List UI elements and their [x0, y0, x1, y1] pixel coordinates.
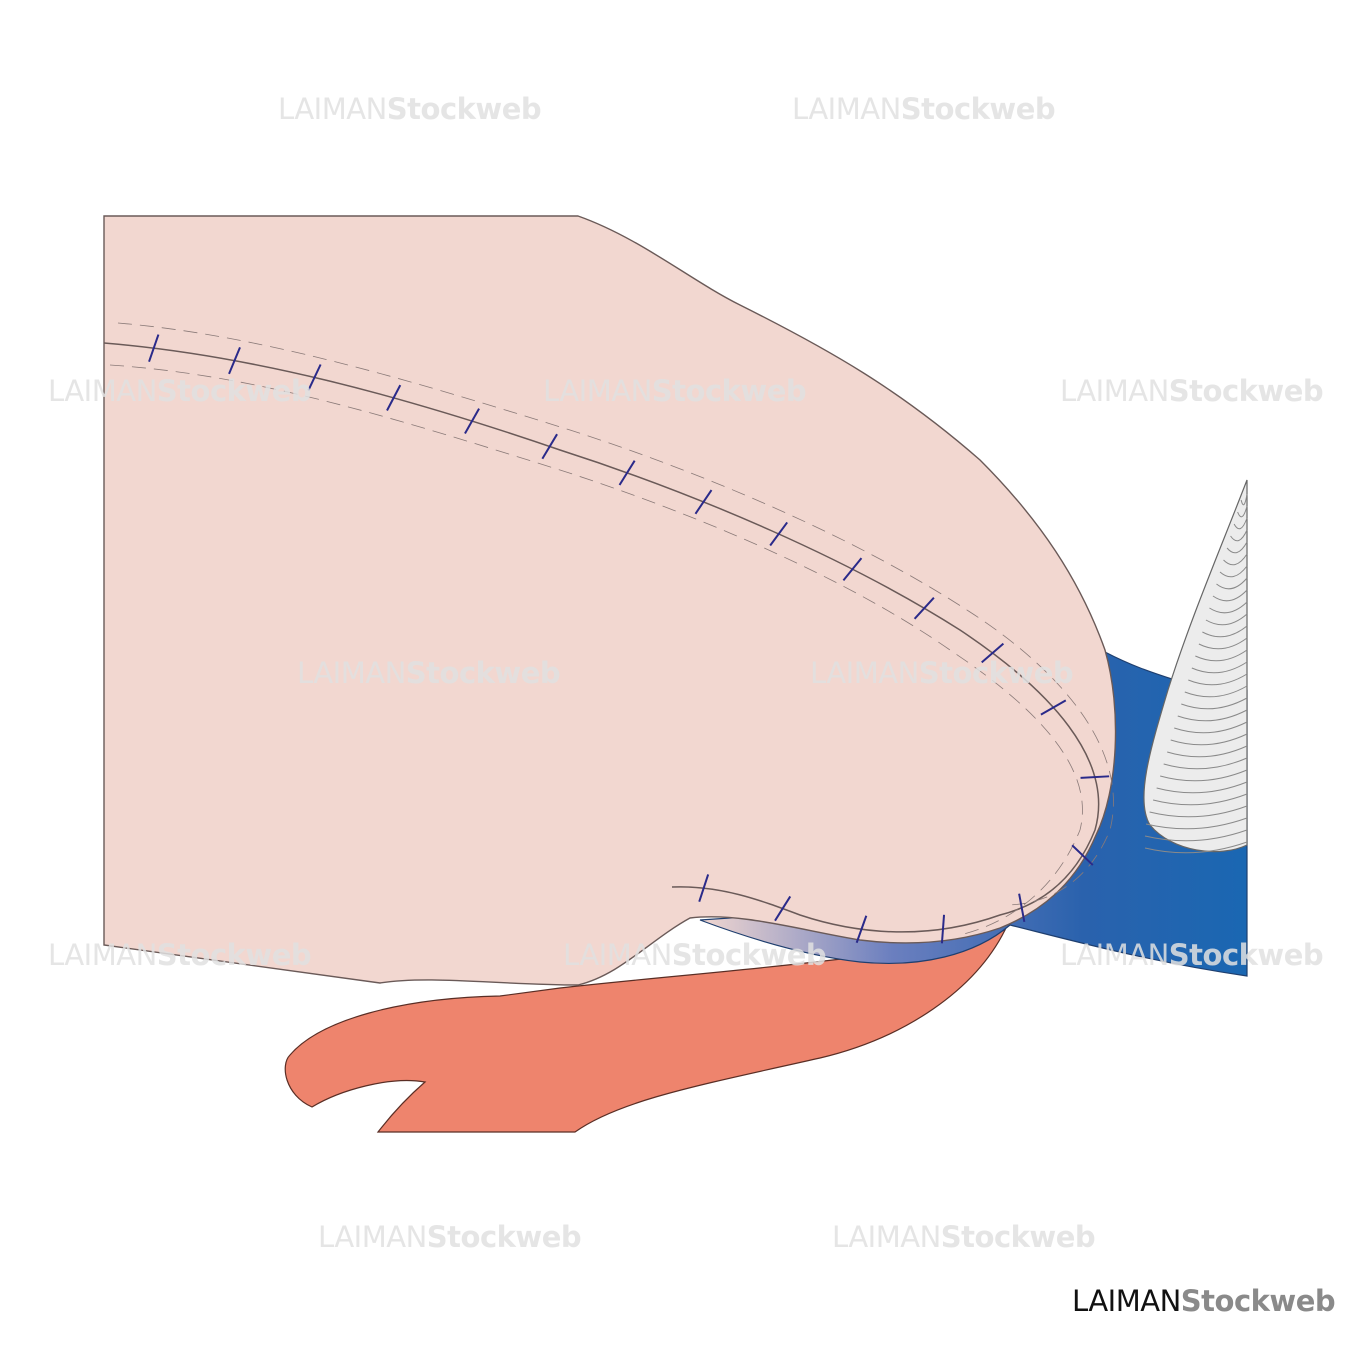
stitch	[1040, 699, 1067, 716]
coil-ring	[1233, 517, 1248, 530]
brand-logo: LAIMANStockweb	[1072, 1284, 1336, 1318]
stitch	[694, 489, 713, 515]
stitch	[769, 521, 788, 547]
coil-ring	[1145, 817, 1248, 830]
coil-ring	[1226, 541, 1248, 554]
stitch	[913, 596, 935, 620]
suture-line	[103, 342, 1100, 933]
stitch	[228, 347, 241, 375]
stitch	[1071, 844, 1094, 866]
coil-ring	[1216, 577, 1248, 590]
coil-ring	[1230, 529, 1248, 542]
watermark-text: LAIMAN	[48, 374, 157, 408]
coil-ring	[1202, 625, 1248, 638]
stitch	[698, 874, 710, 902]
watermark: LAIMANStockweb	[543, 374, 807, 408]
watermark-text: Stockweb	[1168, 374, 1324, 408]
watermark-text: LAIMAN	[832, 1220, 941, 1254]
logo-text: Stockweb	[1180, 1284, 1336, 1318]
coil-ring	[1149, 805, 1248, 818]
watermark-text: LAIMAN	[297, 656, 406, 690]
stitch	[618, 460, 636, 486]
coil-ring	[1191, 661, 1248, 674]
watermark-text: Stockweb	[918, 656, 1074, 690]
watermark: LAIMANStockweb	[278, 92, 542, 126]
watermark-text: LAIMAN	[792, 92, 901, 126]
coil-ring	[1195, 649, 1248, 662]
watermark: LAIMANStockweb	[563, 938, 827, 972]
coil-ring	[1181, 697, 1248, 710]
watermark: LAIMANStockweb	[297, 656, 561, 690]
watermark-text: Stockweb	[405, 656, 561, 690]
coil-ring	[1170, 733, 1248, 746]
stitch	[386, 384, 402, 411]
watermark: LAIMANStockweb	[832, 1220, 1096, 1254]
watermark: LAIMANStockweb	[1060, 938, 1324, 972]
watermark: LAIMANStockweb	[1060, 374, 1324, 408]
stitch	[464, 408, 480, 435]
stitch	[148, 334, 160, 362]
watermark-text: Stockweb	[156, 374, 312, 408]
watermark-text: LAIMAN	[810, 656, 919, 690]
coil-ring	[1209, 601, 1248, 614]
watermark-text: LAIMAN	[48, 938, 157, 972]
coil-ring	[1237, 505, 1248, 518]
watermark-text: Stockweb	[386, 92, 542, 126]
coil-ring	[1184, 685, 1248, 698]
coil-ring	[1219, 565, 1248, 578]
watermark: LAIMANStockweb	[48, 374, 312, 408]
watermark-text: Stockweb	[651, 374, 807, 408]
stitch	[541, 433, 558, 460]
watermark-text: Stockweb	[900, 92, 1056, 126]
stitch	[307, 364, 322, 391]
coil-ring	[1205, 613, 1248, 626]
watermark: LAIMANStockweb	[48, 938, 312, 972]
watermark-text: Stockweb	[1168, 938, 1324, 972]
coil-ring	[1163, 757, 1248, 770]
coil-catheter	[1143, 479, 1248, 853]
logo-text: LAIMAN	[1072, 1284, 1181, 1318]
stitch	[1018, 893, 1026, 923]
stitch	[940, 914, 946, 944]
watermark: LAIMANStockweb	[792, 92, 1056, 126]
watermark-text: Stockweb	[940, 1220, 1096, 1254]
coil-ring	[1160, 769, 1248, 782]
watermark: LAIMANStockweb	[318, 1220, 582, 1254]
watermark-text: LAIMAN	[318, 1220, 427, 1254]
coil-ring	[1212, 589, 1248, 602]
stitch	[774, 895, 792, 922]
coil-ring	[1174, 721, 1248, 734]
tissue-shape	[103, 215, 1117, 986]
coil-ring	[1144, 841, 1248, 854]
coil-ring	[1144, 829, 1248, 842]
stitch	[842, 557, 863, 581]
coil-ring	[1240, 493, 1248, 506]
watermark-text: LAIMAN	[278, 92, 387, 126]
coil-ring	[1188, 673, 1248, 686]
watermark-text: LAIMAN	[543, 374, 652, 408]
watermark: LAIMANStockweb	[810, 656, 1074, 690]
watermark-text: LAIMAN	[1060, 374, 1169, 408]
watermark-text: LAIMAN	[563, 938, 672, 972]
watermark-text: Stockweb	[426, 1220, 582, 1254]
watermark-text: LAIMAN	[1060, 938, 1169, 972]
stitch	[855, 915, 868, 944]
coil-ring	[1198, 637, 1248, 650]
watermark-text: Stockweb	[156, 938, 312, 972]
stitch	[1080, 775, 1110, 779]
coil-ring	[1223, 553, 1248, 566]
coil-ring	[1177, 709, 1248, 722]
stitch	[981, 642, 1005, 664]
coil-ring	[1156, 781, 1248, 794]
watermark-text: Stockweb	[671, 938, 827, 972]
coil-ring	[1152, 793, 1248, 806]
coil-ring	[1167, 745, 1248, 758]
